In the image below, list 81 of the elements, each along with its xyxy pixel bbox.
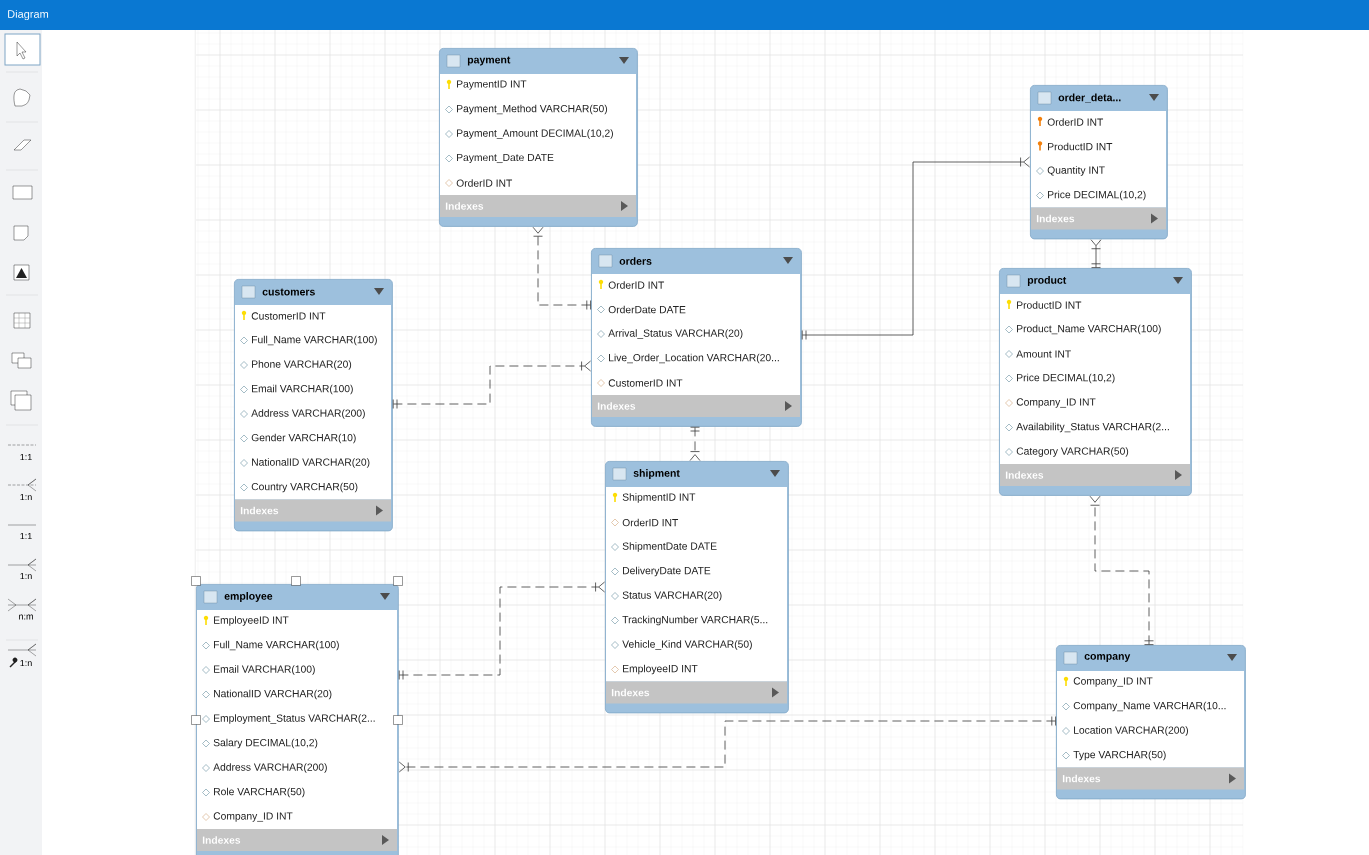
column-name: CustomerID INT <box>251 312 326 320</box>
indexes-bar: Indexes <box>606 681 787 704</box>
column-name: Role VARCHAR(50) <box>214 787 305 798</box>
column-name: Phone VARCHAR(20) <box>252 360 352 370</box>
relationship-label: 1:1 <box>20 453 32 461</box>
column-name: ProductID INT <box>1017 301 1082 309</box>
column-name: Vehicle_Kind VARCHAR(50) <box>622 640 752 650</box>
column-name: Full_Name VARCHAR(100) <box>214 640 339 651</box>
indexes-bar: Indexes <box>235 499 391 522</box>
title-bar: Diagram <box>0 0 1369 30</box>
table-name: orders <box>619 257 652 265</box>
relationship-line <box>398 581 605 680</box>
column-name: OrderID INT <box>456 179 513 187</box>
column-name: Type VARCHAR(50) <box>1073 750 1166 761</box>
relationship-line <box>689 426 701 461</box>
table-name: company <box>1084 654 1131 662</box>
column-name: Payment_Amount DECIMAL(10,2) <box>457 129 613 139</box>
column-name: Category VARCHAR(50) <box>1016 447 1129 457</box>
indexes-bar: Indexes <box>440 195 636 217</box>
column-name: DeliveryDate DATE <box>623 566 711 577</box>
column-name: OrderID INT <box>1047 118 1104 126</box>
column-name: Address VARCHAR(200) <box>251 409 365 419</box>
table-name: order_deta... <box>1058 93 1121 103</box>
column-name: Payment_Date DATE <box>457 153 554 164</box>
relationship-line <box>1090 239 1102 268</box>
column-name: Email VARCHAR(100) <box>252 384 353 395</box>
indexes-bar: Indexes <box>592 395 800 417</box>
relationship-line <box>1089 495 1154 645</box>
column-name: Gender VARCHAR(10) <box>251 433 356 444</box>
column-name: EmployeeID INT <box>623 664 698 675</box>
column-name: Email VARCHAR(100) <box>214 665 315 675</box>
relationship-label: 1:n <box>20 572 32 580</box>
relationship-label: n:m <box>19 614 33 620</box>
column-name: OrderID INT <box>622 518 679 527</box>
column-name: TrackingNumber VARCHAR(5... <box>622 615 768 626</box>
column-name: Full_Name VARCHAR(100) <box>252 335 377 346</box>
column-name: Live_Order_Location VARCHAR(20... <box>609 353 779 364</box>
column-name: OrderDate DATE <box>608 305 686 314</box>
column-name: Product_Name VARCHAR(100) <box>1017 324 1161 335</box>
column-name: Company_ID INT <box>1073 677 1153 687</box>
column-name: EmployeeID INT <box>214 616 289 626</box>
column-name: Arrival_Status VARCHAR(20) <box>608 329 743 339</box>
column-name: PaymentID INT <box>457 80 527 90</box>
column-name: Company_ID INT <box>1016 398 1096 408</box>
column-name: NationalID VARCHAR(20) <box>252 458 370 468</box>
column-name: CustomerID INT <box>608 379 683 387</box>
column-name: Price DECIMAL(10,2) <box>1048 190 1146 201</box>
indexes-bar: Indexes <box>1057 767 1244 790</box>
indexes-bar: Indexes <box>197 829 397 851</box>
table-name: product <box>1027 276 1067 286</box>
table-name: shipment <box>633 469 680 479</box>
table-name: payment <box>467 56 511 66</box>
column-name: OrderID INT <box>608 281 665 289</box>
column-name: ShipmentDate DATE <box>622 542 717 552</box>
column-name: Status VARCHAR(20) <box>622 591 722 601</box>
relationship-line <box>532 226 591 310</box>
column-name: Address VARCHAR(200) <box>213 763 327 773</box>
relationship-label: 1:n <box>20 493 32 501</box>
column-name: Amount INT <box>1016 350 1071 358</box>
relationship-line <box>392 360 591 409</box>
column-name: Employment_Status VARCHAR(2... <box>214 714 375 724</box>
column-name: Location VARCHAR(200) <box>1074 726 1188 736</box>
column-name: Country VARCHAR(50) <box>251 482 358 493</box>
table-name: employee <box>224 592 273 602</box>
relationship-label: 1:n <box>20 659 32 667</box>
column-name: Payment_Method VARCHAR(50) <box>457 104 608 115</box>
indexes-bar: Indexes <box>1000 464 1190 486</box>
column-name: Quantity INT <box>1047 166 1105 176</box>
relationship-line <box>801 156 1030 340</box>
column-name: Company_ID INT <box>213 812 293 822</box>
relationship-label: 1:1 <box>20 532 32 540</box>
column-name: Price DECIMAL(10,2) <box>1017 373 1115 384</box>
table-name: customers <box>262 288 315 296</box>
column-name: NationalID VARCHAR(20) <box>214 689 332 700</box>
column-name: Company_Name VARCHAR(10... <box>1073 701 1226 712</box>
relationship-line <box>398 716 1056 773</box>
column-name: Salary DECIMAL(10,2) <box>213 738 318 749</box>
indexes-bar: Indexes <box>1031 207 1166 230</box>
column-name: Availability_Status VARCHAR(2... <box>1016 422 1169 433</box>
column-name: ShipmentID INT <box>622 493 696 503</box>
column-name: ProductID INT <box>1048 142 1113 151</box>
